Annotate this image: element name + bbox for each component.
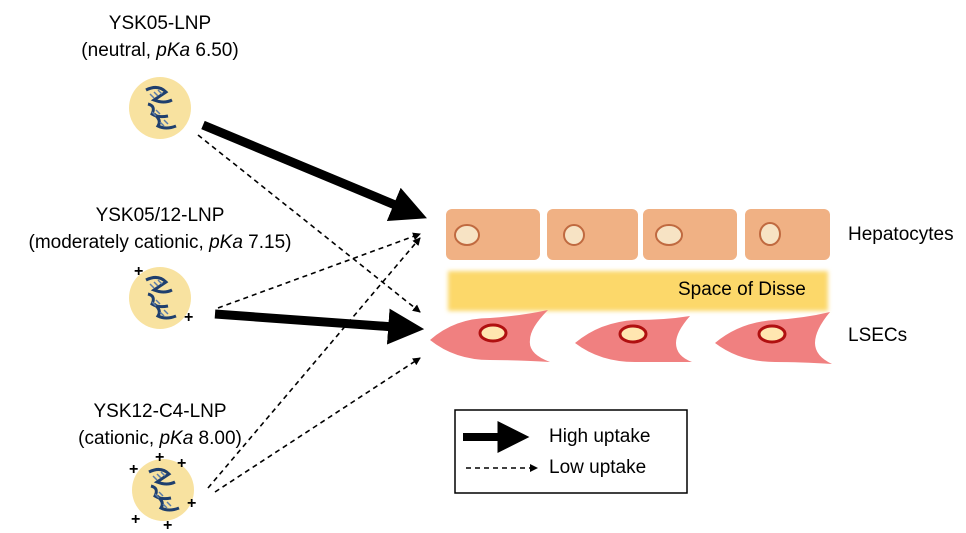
particle-1-name: YSK05-LNP bbox=[108, 13, 212, 34]
particle-2-icon: + + bbox=[129, 263, 193, 329]
hepatocyte-nucleus bbox=[563, 224, 585, 246]
svg-text:+: + bbox=[134, 263, 143, 280]
particle-3-icon: + + + + + + bbox=[129, 449, 196, 533]
arrow-low-p1-lsecs bbox=[197, 134, 421, 313]
arrow-high-p1-hepatocytes bbox=[201, 120, 427, 222]
space-of-disse-label: Space of Disse bbox=[678, 279, 806, 300]
lsec-nucleus bbox=[478, 323, 508, 343]
svg-text:+: + bbox=[155, 449, 164, 466]
svg-text:+: + bbox=[184, 309, 193, 326]
hepatocyte-cell bbox=[446, 209, 540, 260]
arrow-low-p3-lsecs bbox=[214, 357, 421, 493]
arrow-high-p2-lsecs bbox=[214, 308, 425, 345]
hepatocyte-cell bbox=[547, 209, 638, 260]
hepatocyte-nucleus bbox=[454, 224, 480, 246]
hepatocyte-cell bbox=[643, 209, 737, 260]
svg-text:+: + bbox=[131, 511, 140, 528]
legend-high-label: High uptake bbox=[549, 426, 651, 447]
svg-text:+: + bbox=[187, 495, 196, 512]
lsecs-label: LSECs bbox=[848, 325, 908, 346]
lsec-row bbox=[430, 310, 832, 364]
hepatocyte-nucleus bbox=[655, 224, 683, 246]
particle-2-desc: (moderately cationic, pKa 7.15) bbox=[28, 232, 292, 253]
svg-text:+: + bbox=[129, 461, 138, 478]
particle-3-label: YSK12-C4-LNP (cationic, pKa 8.00) bbox=[55, 398, 265, 452]
hepatocyte-row bbox=[446, 209, 830, 260]
particle-3-name: YSK12-C4-LNP bbox=[93, 401, 227, 422]
svg-text:+: + bbox=[163, 517, 172, 533]
particle-1-label: YSK05-LNP (neutral, pKa 6.50) bbox=[60, 10, 260, 64]
lsec-nucleus bbox=[618, 324, 648, 344]
hepatocyte-nucleus bbox=[759, 222, 781, 246]
arrow-low-p2-hepatocytes bbox=[217, 232, 421, 309]
particle-1-icon bbox=[129, 77, 191, 139]
hepatocytes-label: Hepatocytes bbox=[848, 224, 954, 245]
particle-1-desc: (neutral, pKa 6.50) bbox=[81, 40, 239, 61]
lsec-nucleus bbox=[757, 324, 787, 344]
space-of-disse-band bbox=[448, 271, 828, 311]
arrow-low-p3-hepatocytes bbox=[207, 237, 421, 489]
legend-box bbox=[454, 409, 688, 494]
svg-text:+: + bbox=[177, 455, 186, 472]
legend-low-label: Low uptake bbox=[549, 457, 647, 478]
particle-2-label: YSK05/12-LNP (moderately cationic, pKa 7… bbox=[0, 202, 320, 256]
particle-3-desc: (cationic, pKa 8.00) bbox=[78, 428, 242, 449]
hepatocyte-cell bbox=[745, 209, 830, 260]
particle-2-name: YSK05/12-LNP bbox=[95, 205, 225, 226]
